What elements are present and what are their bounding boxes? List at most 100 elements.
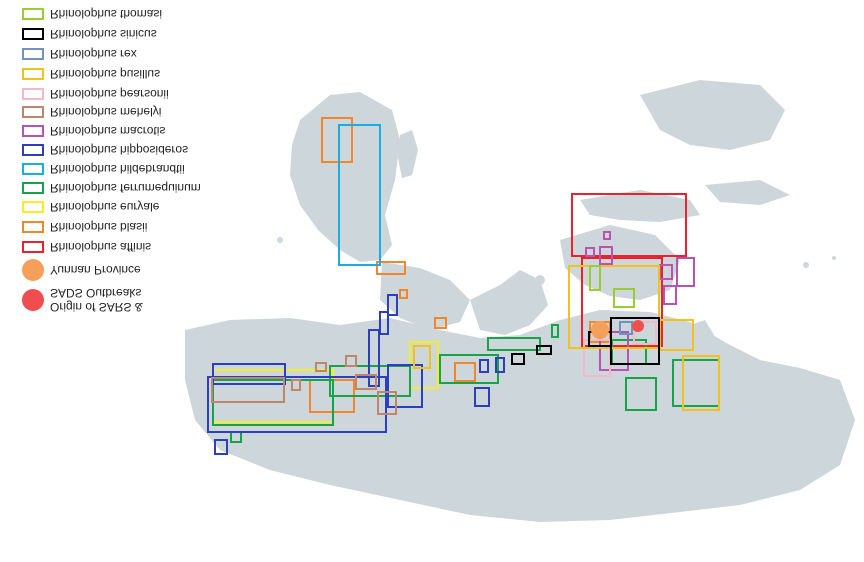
range-hipposideros [474, 387, 490, 407]
legend-swatch [22, 163, 44, 175]
range-blasii [434, 317, 447, 329]
range-thomasi [589, 265, 601, 291]
range-mehelyi [291, 379, 301, 391]
landmass-australia [640, 80, 785, 150]
range-hipposideros [479, 359, 489, 373]
landmass-sri-lanka [535, 275, 545, 285]
legend-entry-rex: Rhinolophus rex [22, 46, 137, 62]
legend: Rhinolophus thomasi Rhinolophus sinicus … [0, 0, 240, 320]
range-macrotis [663, 285, 677, 305]
legend-swatch [22, 88, 44, 100]
range-hipposideros [379, 311, 389, 335]
legend-swatch [22, 48, 44, 60]
range-ferrumequinum [439, 354, 499, 384]
range-layer [207, 117, 720, 455]
legend-dot [22, 259, 44, 281]
legend-entry-hildebrandtii: Rhinolophus hildebrandtii [22, 161, 185, 177]
legend-swatch [22, 28, 44, 40]
legend-swatch [22, 201, 44, 213]
legend-label: Rhinolophus pearsonii [50, 87, 169, 101]
legend-label: Rhinolophus euryale [50, 200, 160, 214]
landmass-indonesia [580, 190, 700, 222]
range-macrotis [599, 246, 613, 265]
range-hildebrandtii [338, 124, 381, 266]
island [803, 262, 809, 268]
yunnan-province-marker [591, 321, 609, 339]
range-rex [619, 321, 633, 335]
legend-label: Rhinolophus macrotis [50, 124, 166, 138]
range-hipposideros [387, 364, 423, 408]
legend-entry-affinis: Rhinolophus affinis [22, 239, 151, 255]
legend-swatch [22, 144, 44, 156]
legend-entry-euryale: Rhinolophus euryale [22, 199, 159, 215]
range-blasii [321, 117, 353, 163]
range-mehelyi [315, 362, 327, 372]
landmass-india [470, 270, 548, 335]
range-pusillus [568, 265, 660, 349]
legend-swatch [22, 182, 44, 194]
legend-label: Rhinolophus sinicus [50, 27, 157, 41]
landmass-new-guinea [705, 180, 790, 205]
legend-label: Rhinolophus rex [50, 47, 137, 61]
range-macrotis [599, 331, 629, 371]
legend-entry-pusillus: Rhinolophus pusillus [22, 66, 160, 82]
legend-entry-pearsonii: Rhinolophus pearsonii [22, 86, 169, 102]
range-affinis [581, 257, 663, 347]
landmass-eurasia [185, 310, 855, 522]
range-blasii [454, 362, 476, 382]
legend-label: Yunnan Province [50, 263, 141, 277]
legend-label: Rhinolophus pusillus [50, 67, 161, 81]
range-hipposideros [212, 363, 286, 385]
range-mehelyi [377, 391, 397, 415]
legend-swatch [22, 125, 44, 137]
range-hipposideros [214, 439, 228, 455]
range-affinis [571, 193, 687, 257]
legend-entry-macrotis: Rhinolophus macrotis [22, 123, 165, 139]
island [832, 256, 836, 260]
land-layer [185, 80, 855, 522]
legend-entry-sinicus: Rhinolophus sinicus [22, 26, 157, 42]
legend-entry-ferrumequinum: Rhinolophus ferrumequinum [22, 180, 201, 196]
landmass-africa [290, 92, 400, 262]
range-hipposideros [207, 376, 387, 433]
legend-swatch [22, 68, 44, 80]
point-layer [591, 320, 644, 339]
legend-swatch [22, 221, 44, 233]
range-blasii [399, 289, 408, 299]
legend-entry-sars-sads: Origin of SARS & SADS Outbreaks [22, 286, 170, 314]
sars-sads-origin-marker [632, 320, 644, 332]
range-sinicus [536, 345, 552, 355]
legend-label: Rhinolophus mehelyi [50, 105, 162, 119]
range-mehelyi [345, 355, 357, 367]
legend-label: Rhinolophus blasii [50, 220, 148, 234]
range-ferrumequinum [625, 377, 657, 411]
range-sinicus [511, 353, 525, 365]
range-thomasi [613, 288, 635, 308]
legend-entry-mehelyi: Rhinolophus mehelyi [22, 104, 161, 120]
legend-entry-hipposideros: Rhinolophus hipposideros [22, 142, 188, 158]
legend-swatch [22, 241, 44, 253]
legend-entry-yunnan: Yunnan Province [22, 259, 141, 281]
range-macrotis [676, 257, 695, 287]
range-hipposideros [368, 329, 380, 387]
range-pearsonii [633, 321, 657, 345]
range-hipposideros [495, 357, 505, 373]
range-pusillus [682, 355, 720, 411]
range-ferrumequinum [487, 337, 541, 351]
range-mehelyi [355, 374, 377, 390]
legend-swatch [22, 106, 44, 118]
legend-label: Origin of SARS & SADS Outbreaks [50, 286, 143, 314]
legend-label: Rhinolophus hildebrandtii [50, 162, 185, 176]
range-ferrumequinum [551, 324, 559, 338]
legend-dot [22, 289, 44, 311]
legend-label: Rhinolophus hipposideros [50, 143, 189, 157]
range-pusillus [413, 345, 431, 369]
legend-swatch [22, 8, 44, 20]
legend-label: Rhinolophus thomasi [50, 7, 163, 21]
legend-entry-blasii: Rhinolophus blasii [22, 219, 147, 235]
range-macrotis [603, 231, 611, 240]
range-blasii [376, 261, 406, 275]
landmass-arabia [380, 262, 470, 330]
range-hipposideros [387, 294, 398, 316]
